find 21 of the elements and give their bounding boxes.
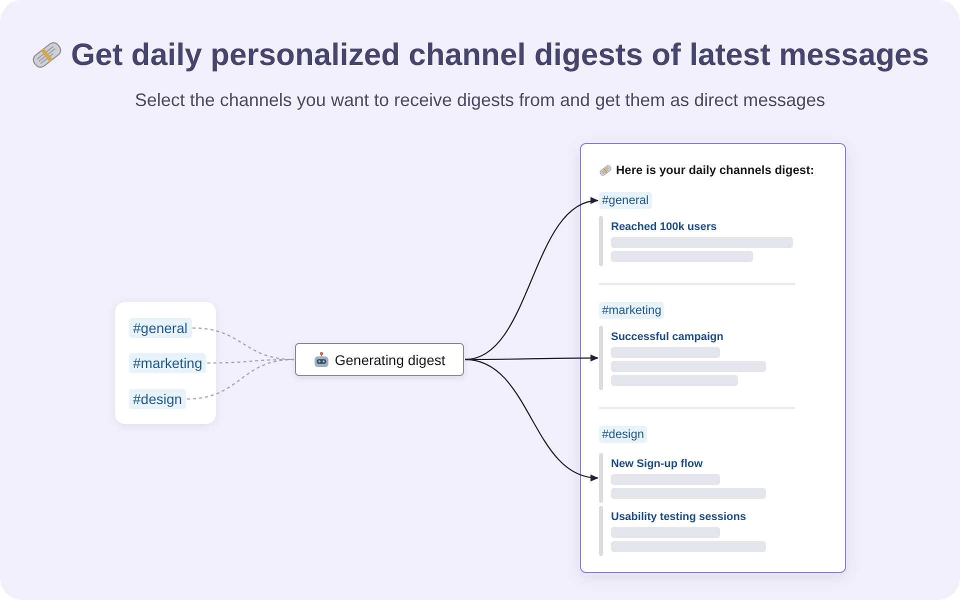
channel-tag: #general — [129, 318, 192, 338]
process-box — [295, 343, 464, 376]
dashed-connector — [207, 358, 294, 364]
dashed-connector — [187, 358, 294, 400]
message-title: Reached 100k users — [611, 220, 718, 235]
page-title: Get daily personalized channel digests of latest messages — [71, 36, 929, 74]
arrow — [464, 198, 598, 360]
message-title: Usability testing sessions — [611, 510, 748, 525]
channel-tag: #design — [599, 426, 648, 443]
process-label: Generating digest — [334, 352, 446, 368]
channel-list-card — [115, 302, 216, 424]
message-title: New Sign-up flow — [611, 457, 704, 472]
panel-heading: Here is your daily channels digest: — [616, 163, 814, 177]
channel-tag: #design — [129, 389, 186, 409]
arrow — [464, 358, 598, 480]
subtitle: Select the channels you want to receive digests from and get them as direct messages — [134, 89, 826, 111]
channel-tag: #marketing — [129, 353, 206, 373]
channel-tag: #general — [599, 192, 652, 209]
digest-panel — [580, 143, 846, 573]
channel-tag: #marketing — [599, 302, 664, 319]
message-title: Successful campaign — [611, 330, 724, 345]
